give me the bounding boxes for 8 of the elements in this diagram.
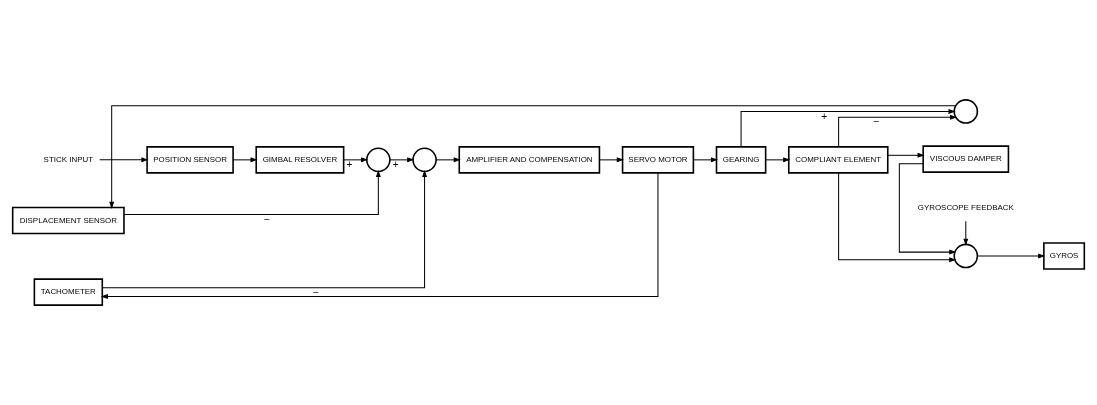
edge-label: −: [312, 286, 319, 298]
edge-label: −: [263, 213, 270, 225]
edge-label: +: [346, 158, 353, 170]
edge-label: +: [821, 110, 828, 122]
edge-label: −: [873, 116, 880, 128]
edge-label: +: [392, 158, 399, 170]
node-text: GYROSCOPE FEEDBACK: [917, 203, 1014, 213]
node-text: STICK INPUT: [43, 154, 94, 164]
